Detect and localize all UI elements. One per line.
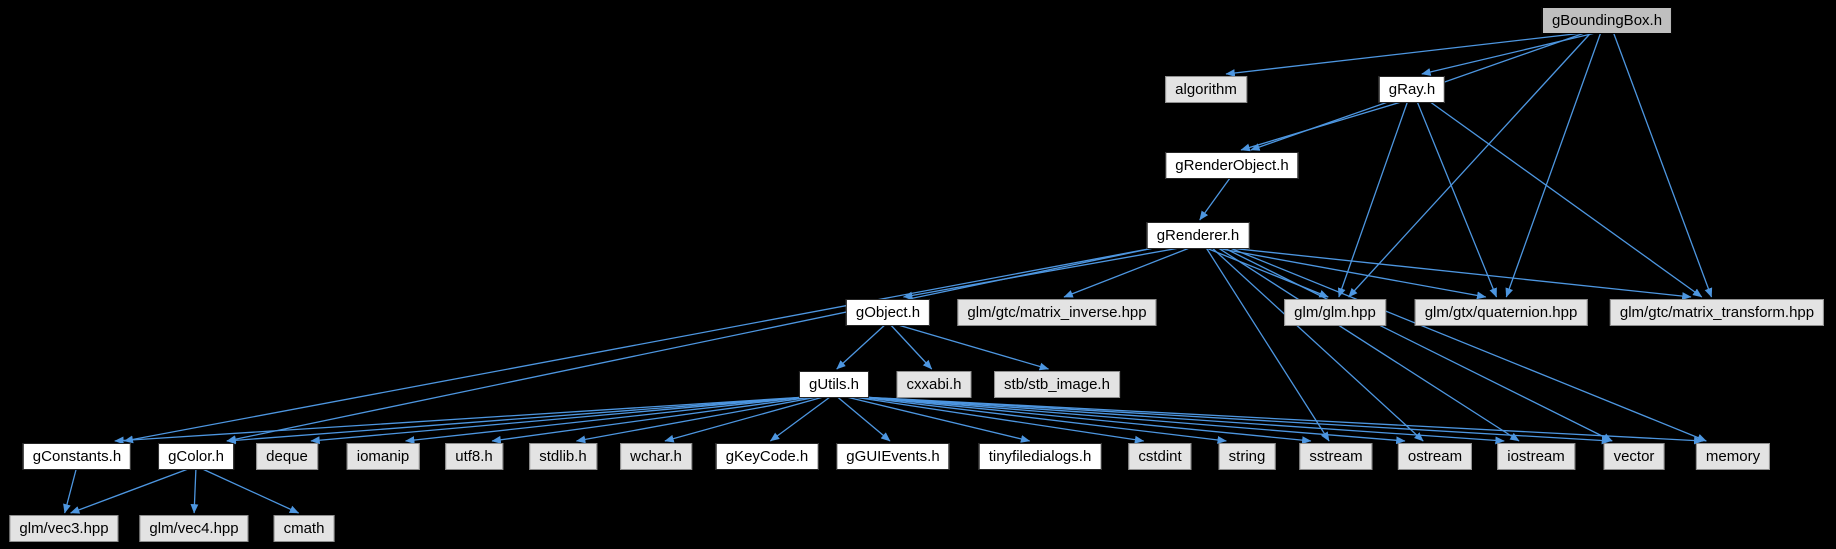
node-wchar-h: wchar.h xyxy=(620,443,692,470)
node-gray-h[interactable]: gRay.h xyxy=(1378,76,1446,103)
node-string: string xyxy=(1218,443,1276,470)
node-utf8-h: utf8.h xyxy=(445,443,503,470)
node-gcolor-h[interactable]: gColor.h xyxy=(158,443,234,470)
node-stb-stb-image-h: stb/stb_image.h xyxy=(994,371,1120,398)
node-grenderobject-h[interactable]: gRenderObject.h xyxy=(1165,152,1299,179)
node-cstdint: cstdint xyxy=(1128,443,1192,470)
node-sstream: sstream xyxy=(1299,443,1373,470)
node-memory: memory xyxy=(1695,443,1771,470)
node-vector: vector xyxy=(1603,443,1665,470)
node-stdlib-h: stdlib.h xyxy=(529,443,597,470)
node-iomanip: iomanip xyxy=(346,443,420,470)
node-deque: deque xyxy=(256,443,318,470)
node-glm-gtc-matrix-inverse: glm/gtc/matrix_inverse.hpp xyxy=(957,299,1157,326)
node-iostream: iostream xyxy=(1497,443,1575,470)
node-grenderer-h[interactable]: gRenderer.h xyxy=(1146,222,1250,249)
node-gkeycode-h[interactable]: gKeyCode.h xyxy=(715,443,819,470)
node-gobject-h[interactable]: gObject.h xyxy=(845,299,931,326)
node-glm-gtc-matrix-transform: glm/gtc/matrix_transform.hpp xyxy=(1609,299,1825,326)
node-gguievents-h[interactable]: gGUIEvents.h xyxy=(836,443,950,470)
node-gconstants-h[interactable]: gConstants.h xyxy=(22,443,132,470)
node-algorithm: algorithm xyxy=(1165,76,1247,103)
node-glm-glm-hpp: glm/glm.hpp xyxy=(1284,299,1386,326)
node-glm-vec3-hpp: glm/vec3.hpp xyxy=(9,515,119,542)
node-cmath: cmath xyxy=(273,515,335,542)
node-ostream: ostream xyxy=(1397,443,1473,470)
node-cxxabi-h: cxxabi.h xyxy=(896,371,972,398)
node-gboundingbox-h: gBoundingBox.h xyxy=(1541,7,1673,34)
node-glm-gtx-quaternion: glm/gtx/quaternion.hpp xyxy=(1414,299,1588,326)
node-tinyfiledialogs-h[interactable]: tinyfiledialogs.h xyxy=(978,443,1102,470)
node-glm-vec4-hpp: glm/vec4.hpp xyxy=(139,515,249,542)
node-gutils-h[interactable]: gUtils.h xyxy=(798,371,870,398)
